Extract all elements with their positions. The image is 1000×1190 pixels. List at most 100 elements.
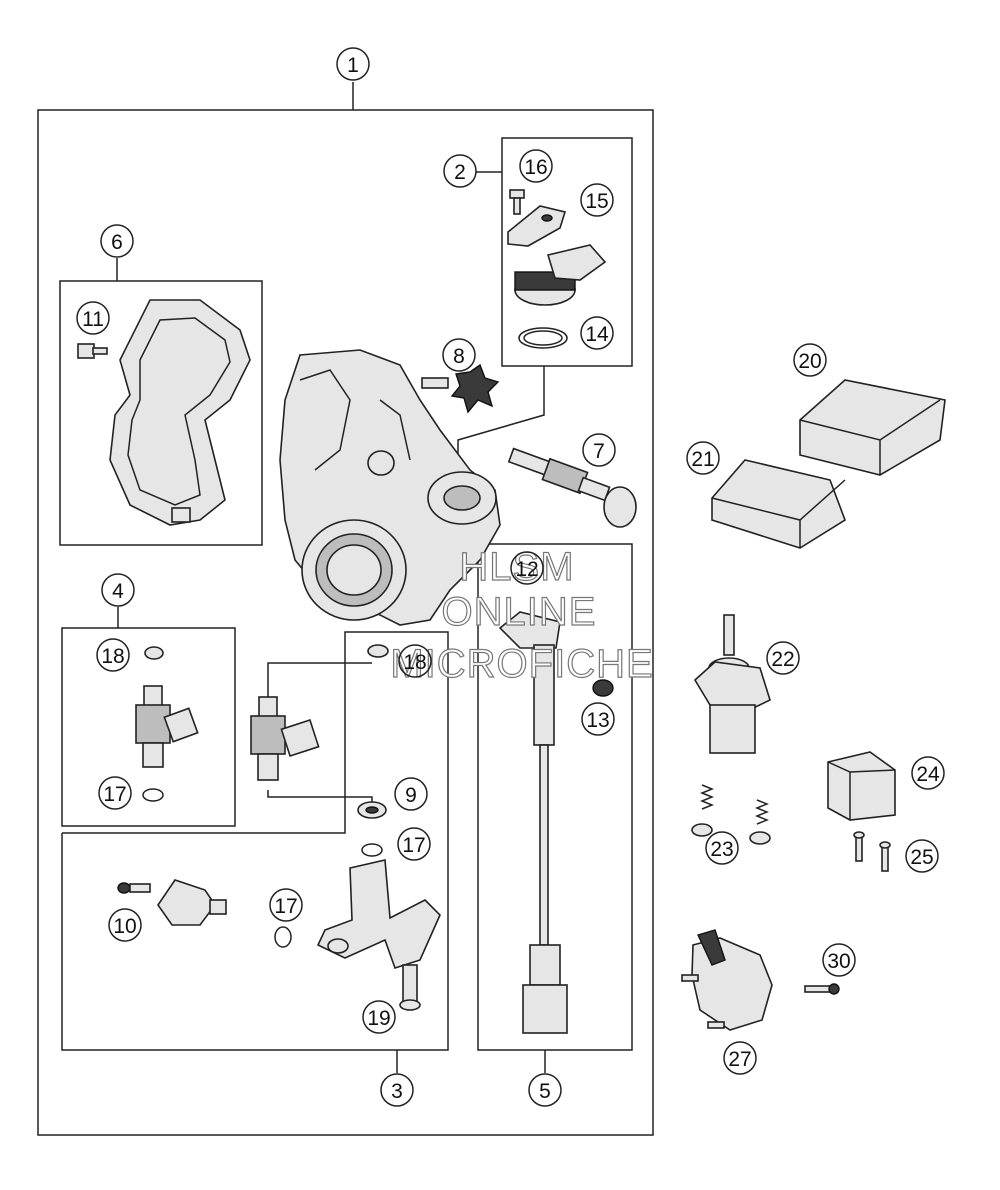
part-14-oring	[518, 327, 568, 349]
callout-label: 20	[798, 350, 821, 373]
part-bracket	[316, 859, 441, 969]
callout-label: 3	[391, 1080, 403, 1103]
part-27-valve	[681, 929, 773, 1031]
callout-23: 23	[705, 831, 739, 865]
watermark-line-2: ONLINE	[442, 590, 597, 634]
callout-18-group-4: 18	[96, 638, 130, 672]
callout-label: 24	[916, 763, 940, 786]
part-20-module	[799, 379, 946, 476]
callout-25: 25	[905, 839, 939, 873]
frame-group-3	[61, 631, 449, 1051]
callout-24: 24	[911, 756, 945, 790]
part-9-washer	[357, 801, 387, 819]
callout-label: 22	[771, 648, 794, 671]
callout-19: 19	[362, 1000, 396, 1034]
callout-9: 9	[394, 777, 428, 811]
part-6-cover	[109, 299, 251, 526]
callout-label: 6	[111, 231, 123, 254]
frame-group-4	[61, 627, 236, 827]
throttle-body	[279, 349, 501, 626]
callout-label: 10	[113, 915, 136, 938]
callout-27: 27	[723, 1041, 757, 1075]
callout-14: 14	[580, 316, 614, 350]
callout-30: 30	[822, 943, 856, 977]
callout-label: 25	[910, 846, 933, 869]
callout-18-group-3: 18	[398, 644, 432, 678]
part-19-pin	[399, 964, 421, 1011]
callout-3: 3	[380, 1073, 414, 1107]
callout-17-upper: 17	[397, 827, 431, 861]
watermark: HLSM ONLINE MICROFICHE	[390, 544, 654, 686]
part-24-connector	[827, 751, 896, 821]
callout-22: 22	[766, 641, 800, 675]
callout-label: 18	[101, 645, 124, 668]
callout-1: 1	[336, 47, 370, 81]
callout-21: 21	[686, 441, 720, 475]
part-11-bolt	[77, 343, 108, 359]
callout-10: 10	[108, 908, 142, 942]
callout-20: 20	[793, 343, 827, 377]
callout-label: 11	[82, 308, 104, 331]
callout-7: 7	[582, 433, 616, 467]
callout-16: 16	[519, 149, 553, 183]
callout-label: 15	[585, 190, 608, 213]
part-21-module	[711, 459, 846, 549]
part-7-valve	[507, 447, 637, 528]
callout-6: 6	[100, 224, 134, 258]
part-23-springs	[691, 784, 771, 845]
callout-17-left: 17	[269, 888, 303, 922]
callout-label: 18	[403, 651, 426, 674]
callout-label: 17	[103, 783, 126, 806]
callout-label: 8	[453, 345, 465, 368]
watermark-line-1: HLSM	[459, 545, 574, 589]
callout-label: 19	[367, 1007, 390, 1030]
part-10-sensor	[117, 879, 227, 926]
callout-label: 23	[710, 838, 733, 861]
part-17-seal-group-4	[142, 788, 164, 802]
frame-group-5	[477, 543, 633, 1051]
part-3-injector	[250, 696, 320, 781]
part-5-sensor-cable	[498, 611, 568, 1034]
callout-4: 4	[101, 573, 135, 607]
part-18-seal-group-4	[144, 646, 164, 660]
callout-13: 13	[581, 702, 615, 736]
part-2-sensor	[514, 244, 607, 306]
part-13-nut	[592, 679, 614, 697]
callout-12: 12	[510, 551, 544, 585]
callout-label: 30	[827, 950, 850, 973]
callout-11: 11	[76, 301, 110, 335]
callout-label: 2	[454, 161, 466, 184]
callout-label: 17	[402, 834, 425, 857]
group-frames	[37, 82, 654, 1136]
callout-label: 4	[112, 580, 124, 603]
callout-label: 5	[539, 1080, 551, 1103]
frame-group-1	[37, 109, 654, 1136]
part-8-knob	[421, 363, 500, 414]
callout-label: 7	[593, 440, 605, 463]
part-17-seal-group-3	[361, 843, 383, 857]
callouts: 1 2 3 4 5 6 7 8 9 10 11 12 13 14 15 16 1…	[76, 47, 945, 1107]
frame-group-2	[501, 137, 633, 367]
callout-2: 2	[443, 154, 477, 188]
part-30-bolt	[804, 983, 840, 995]
watermark-line-3: MICROFICHE	[390, 642, 653, 686]
callout-label: 21	[691, 448, 714, 471]
part-15-clamp	[507, 205, 567, 247]
callout-15: 15	[580, 183, 614, 217]
frame-group-6	[59, 280, 263, 546]
callout-label: 12	[515, 558, 538, 581]
callout-label: 17	[274, 895, 297, 918]
callout-label: 9	[405, 784, 417, 807]
callout-label: 13	[586, 709, 609, 732]
callout-8: 8	[442, 338, 476, 372]
part-4-injector	[135, 685, 199, 768]
part-16-screw	[509, 189, 525, 215]
callout-label: 16	[524, 156, 547, 179]
part-22-sensor	[693, 614, 771, 754]
callout-label: 14	[585, 323, 609, 346]
callout-label: 27	[728, 1048, 751, 1071]
callout-label: 1	[347, 54, 359, 77]
callout-17-group-4: 17	[98, 776, 132, 810]
part-18-seal-group-3	[367, 644, 389, 658]
